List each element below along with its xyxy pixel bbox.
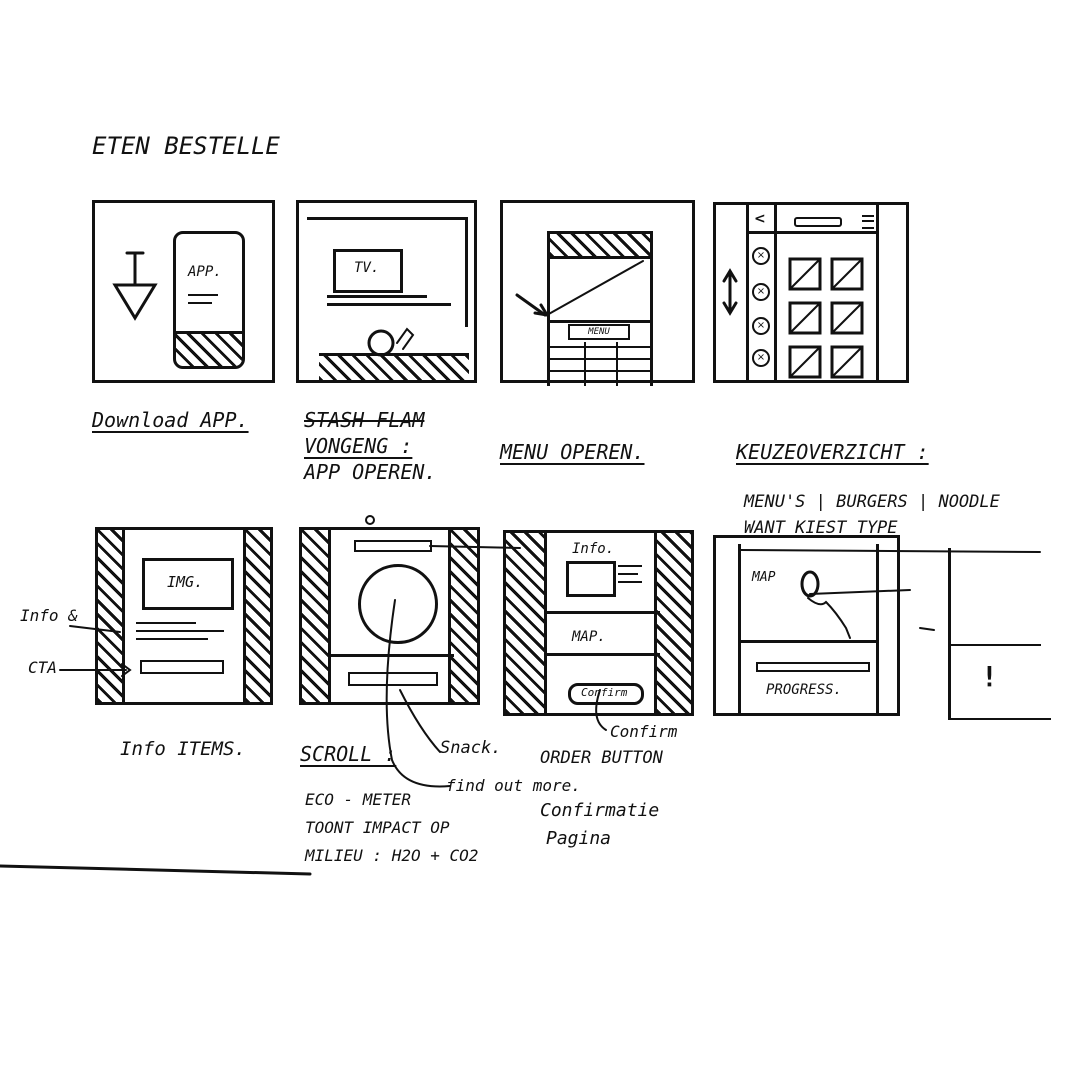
annotation-lines: [0, 0, 1080, 1080]
